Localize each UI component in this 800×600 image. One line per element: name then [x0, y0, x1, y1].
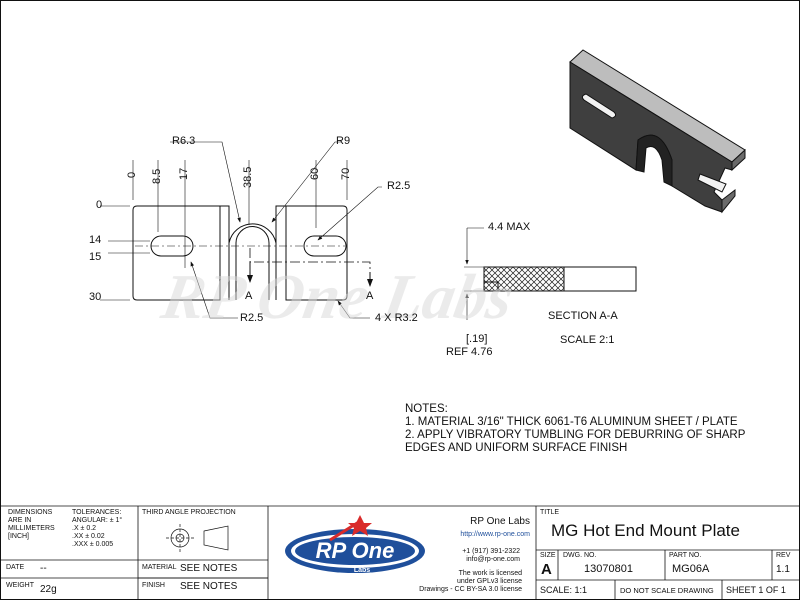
logo-sub: Labs [354, 567, 370, 574]
projection-symbol [166, 524, 229, 552]
size-value: A [541, 561, 552, 578]
callout-r6-3: R6.3 [172, 135, 196, 147]
section-title: SECTION A-A [548, 310, 618, 322]
dimension-lines [100, 141, 382, 319]
dimensions-label-line: [INCH] [8, 533, 29, 540]
front-view [132, 205, 373, 301]
date-label: DATE [6, 564, 25, 571]
sheet-value: SHEET 1 OF 1 [726, 585, 786, 595]
dwg-no-value: 13070801 [584, 563, 633, 575]
dim-top-60: 60 [309, 167, 321, 180]
section-mark-left: A [245, 290, 253, 302]
note-line-2: 2. APPLY VIBRATORY TUMBLING FOR DEBURRIN… [405, 429, 746, 441]
plate-outline [132, 205, 221, 301]
drawing-title: MG Hot End Mount Plate [551, 521, 740, 540]
weight-label: WEIGHT [6, 582, 34, 589]
company-email: info@rp-one.com [466, 556, 520, 563]
notes-block: NOTES: 1. MATERIAL 3/16" THICK 6061-T6 A… [405, 403, 745, 455]
scale-value: SCALE: 1:1 [540, 585, 588, 595]
tolerance-line: ANGULAR: ± 1° [72, 517, 123, 524]
logo-text: RP One [316, 538, 395, 563]
projection-label: THIRD ANGLE PROJECTION [142, 509, 236, 516]
tolerances: TOLERANCES: ANGULAR: ± 1° .X ± 0.2 .XX ±… [72, 509, 122, 549]
section-view [464, 227, 637, 320]
weight-value: 22g [40, 584, 57, 595]
section-thickness: 4.4 MAX [488, 221, 531, 233]
dim-left-30: 30 [89, 291, 102, 303]
rp-one-logo: RP One Labs [285, 515, 425, 574]
dimensions-label-line: MILLIMETERS [8, 525, 55, 532]
finish-value: SEE NOTES [180, 581, 238, 592]
dim-left-0: 0 [96, 199, 103, 211]
watermark-text: RP One Labs [156, 261, 519, 331]
material-label: MATERIAL [142, 564, 177, 571]
callout-r2-5-right: R2.5 [387, 180, 411, 192]
right-slot [303, 235, 347, 257]
do-not-scale: DO NOT SCALE DRAWING [620, 586, 714, 595]
note-line-3: EDGES AND UNIFORM SURFACE FINISH [405, 442, 628, 454]
tolerance-line: .XX ± 0.02 [72, 533, 105, 540]
dim-top-8-5: 8.5 [151, 168, 163, 184]
dimensions-label: DIMENSIONS ARE IN MILLIMETERS [INCH] [8, 509, 55, 541]
dim-left-15: 15 [89, 251, 102, 263]
license-line: Drawings - CC BY-SA 3.0 license [419, 586, 522, 593]
material-value: SEE NOTES [180, 563, 238, 574]
note-line-1: 1. MATERIAL 3/16" THICK 6061-T6 ALUMINUM… [405, 416, 738, 428]
section-ref-mm: REF 4.76 [446, 346, 493, 358]
size-label: SIZE [540, 552, 556, 559]
license-line: The work is licensed [458, 570, 522, 577]
title-block-lines [0, 505, 800, 600]
dim-top-70: 70 [340, 167, 352, 180]
title-label: TITLE [540, 509, 560, 516]
tolerance-line: .X ± 0.2 [72, 525, 97, 532]
tolerance-line: TOLERANCES: [72, 509, 122, 516]
part-no-value: MG06A [672, 563, 710, 575]
callout-r9: R9 [336, 135, 351, 147]
company-name: RP One Labs [470, 516, 530, 527]
section-scale: SCALE 2:1 [560, 334, 615, 346]
tolerance-line: .XXX ± 0.005 [72, 541, 114, 548]
callout-4x-r3-2: 4 X R3.2 [375, 312, 418, 324]
dim-left-14: 14 [89, 234, 102, 246]
isometric-view [569, 49, 746, 214]
dim-top-17: 17 [178, 167, 190, 180]
dimensions-label-line: ARE IN [8, 517, 32, 524]
dimensions-label-line: DIMENSIONS [8, 509, 53, 516]
license-line: under GPLv3 license [457, 578, 522, 585]
rev-value: 1.1 [776, 564, 790, 575]
date-value: -- [40, 563, 47, 574]
rev-label: REV [776, 552, 791, 559]
section-mark-right: A [366, 290, 374, 302]
section-ref-inch: [.19] [466, 333, 488, 345]
part-no-label: PART NO. [669, 552, 702, 559]
dwg-no-label: DWG. NO. [563, 552, 597, 559]
dim-top-0: 0 [126, 171, 138, 178]
notes-heading: NOTES: [405, 403, 448, 415]
callout-r2-5-bottom: R2.5 [240, 312, 264, 324]
dim-top-38-5: 38.5 [242, 166, 254, 188]
company-phone: +1 (917) 391-2322 [462, 548, 520, 555]
company-url[interactable]: http://www.rp-one.com [460, 531, 530, 538]
finish-label: FINISH [142, 582, 165, 589]
license-text: The work is licensed under GPLv3 license… [410, 570, 522, 594]
